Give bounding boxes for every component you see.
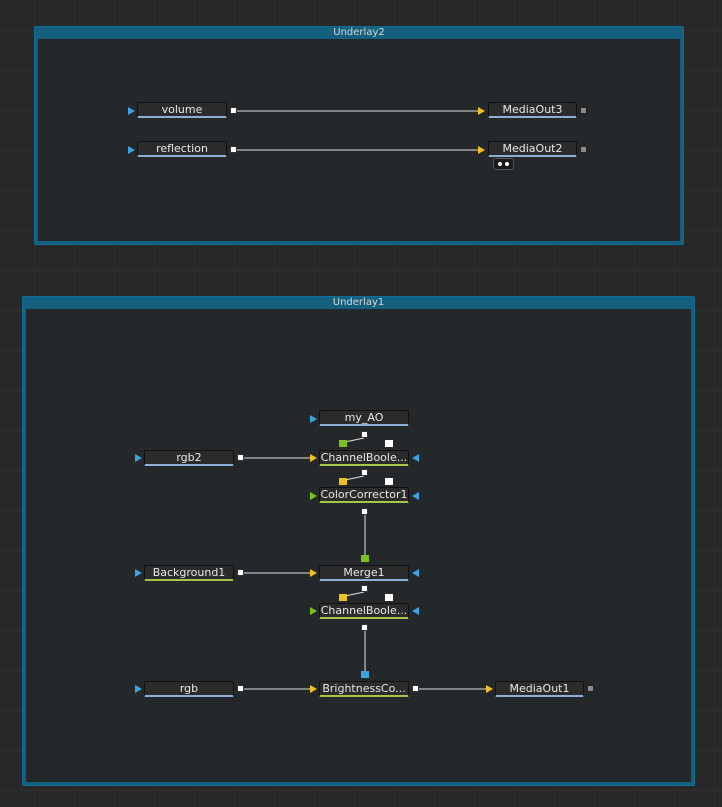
merge1-foreground-port[interactable] [361,555,369,562]
node-channelbool1[interactable]: ChannelBoole... [319,450,409,466]
underlay2-group[interactable]: Underlay2 [34,26,684,245]
reflection-input-port[interactable] [128,146,135,154]
reflection-output-port[interactable] [230,146,237,153]
node-reflection[interactable]: reflection [137,141,227,157]
rgb-output-port[interactable] [237,685,244,692]
background1-output-port[interactable] [237,569,244,576]
underlay1-body [26,309,691,782]
view-dot-2-icon [505,162,509,166]
rgb-input-port[interactable] [135,685,142,693]
node-background1[interactable]: Background1 [144,565,234,581]
underlay2-title: Underlay2 [333,27,385,38]
my-ao-output-port[interactable] [361,431,368,438]
view-dot-1-icon [498,162,502,166]
rgb2-input-port[interactable] [135,454,142,462]
channelbool2-input-port[interactable] [339,594,347,601]
mediaout3-output-port[interactable] [580,107,587,114]
underlay2-body [38,39,680,241]
node-rgb[interactable]: rgb [144,681,234,697]
mediaout1-input-port[interactable] [486,685,493,693]
node-brightnessco[interactable]: BrightnessCo... [319,681,409,697]
colorcorrector1-mask-port[interactable] [385,478,393,485]
brightnessco-output-port[interactable] [412,685,419,692]
mediaout3-input-port[interactable] [478,107,485,115]
wire-myao-channelbool1 [344,437,365,443]
underlay1-group[interactable]: Underlay1 [22,296,695,786]
merge1-right-port[interactable] [412,569,419,577]
node-channelbool2[interactable]: ChannelBoole... [319,603,409,619]
node-rgb2[interactable]: rgb2 [144,450,234,466]
wire-channelbool1-colorcorrector1 [344,475,365,481]
colorcorrector1-output-port[interactable] [361,508,368,515]
colorcorrector1-effect-port[interactable] [310,492,317,500]
channelbool1-background-port[interactable] [310,454,317,462]
underlay1-title: Underlay1 [332,297,385,308]
channelbool2-right-port[interactable] [412,607,419,615]
channelbool1-right-port[interactable] [412,454,419,462]
rgb2-output-port[interactable] [237,454,244,461]
background1-input-port[interactable] [135,569,142,577]
brightnessco-input-top-port[interactable] [361,671,369,678]
merge1-output-port[interactable] [361,585,368,592]
mediaout2-view-indicator-icon[interactable] [493,158,514,170]
merge1-background-port[interactable] [310,569,317,577]
node-colorcorrector1[interactable]: ColorCorrector1 [319,487,409,503]
channelbool2-effect-port[interactable] [310,607,317,615]
colorcorrector1-right-port[interactable] [412,492,419,500]
my-ao-input-port[interactable] [310,415,317,423]
node-volume[interactable]: volume [137,102,227,118]
node-mediaout2[interactable]: MediaOut2 [488,141,577,157]
brightnessco-background-port[interactable] [310,685,317,693]
node-mediaout1[interactable]: MediaOut1 [495,681,584,697]
mediaout1-output-port[interactable] [587,685,594,692]
volume-output-port[interactable] [230,107,237,114]
channelbool1-effect-mask-port[interactable] [339,440,347,447]
node-my-ao[interactable]: my_AO [319,410,409,426]
wire-merge1-channelbool2 [344,591,365,597]
node-merge1[interactable]: Merge1 [319,565,409,581]
colorcorrector1-input-port[interactable] [339,478,347,485]
channelbool2-mask-port[interactable] [385,594,393,601]
channelbool1-output-port[interactable] [361,469,368,476]
volume-input-port[interactable] [128,107,135,115]
mediaout2-output-port[interactable] [580,146,587,153]
node-mediaout3[interactable]: MediaOut3 [488,102,577,118]
mediaout2-input-port[interactable] [478,146,485,154]
channelbool2-output-port[interactable] [361,624,368,631]
channelbool1-mask-port[interactable] [385,440,393,447]
